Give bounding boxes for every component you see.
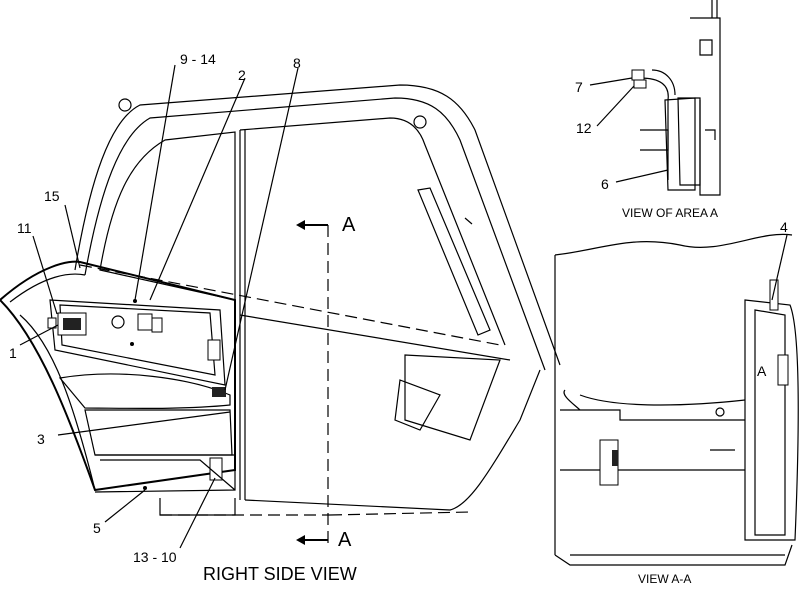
section-view-caption: VIEW A-A (638, 572, 691, 586)
callout-6: 6 (601, 176, 609, 192)
callout-2: 2 (238, 67, 246, 83)
section-letter-top: A (342, 214, 356, 236)
area-view-caption: VIEW OF AREA A (622, 206, 718, 220)
callout-5: 5 (93, 520, 101, 536)
callout-15: 15 (44, 188, 60, 204)
main-view-caption: RIGHT SIDE VIEW (203, 564, 357, 584)
cab-right-side-view (0, 84, 561, 545)
area-letter: A (757, 363, 767, 379)
callout-3: 3 (37, 431, 45, 447)
callout-9-14: 9 - 14 (180, 51, 216, 67)
view-of-area-a (631, 0, 721, 196)
callout-13-10: 13 - 10 (133, 549, 177, 565)
callout-8: 8 (293, 55, 301, 71)
callout-4: 4 (780, 219, 788, 235)
view-a-a (554, 233, 799, 566)
callout-leaders (19, 64, 788, 549)
callout-1: 1 (9, 345, 17, 361)
callout-11: 11 (17, 220, 32, 236)
callout-7: 7 (575, 79, 583, 95)
section-letter-bottom: A (338, 529, 352, 551)
callout-12: 12 (576, 120, 592, 136)
